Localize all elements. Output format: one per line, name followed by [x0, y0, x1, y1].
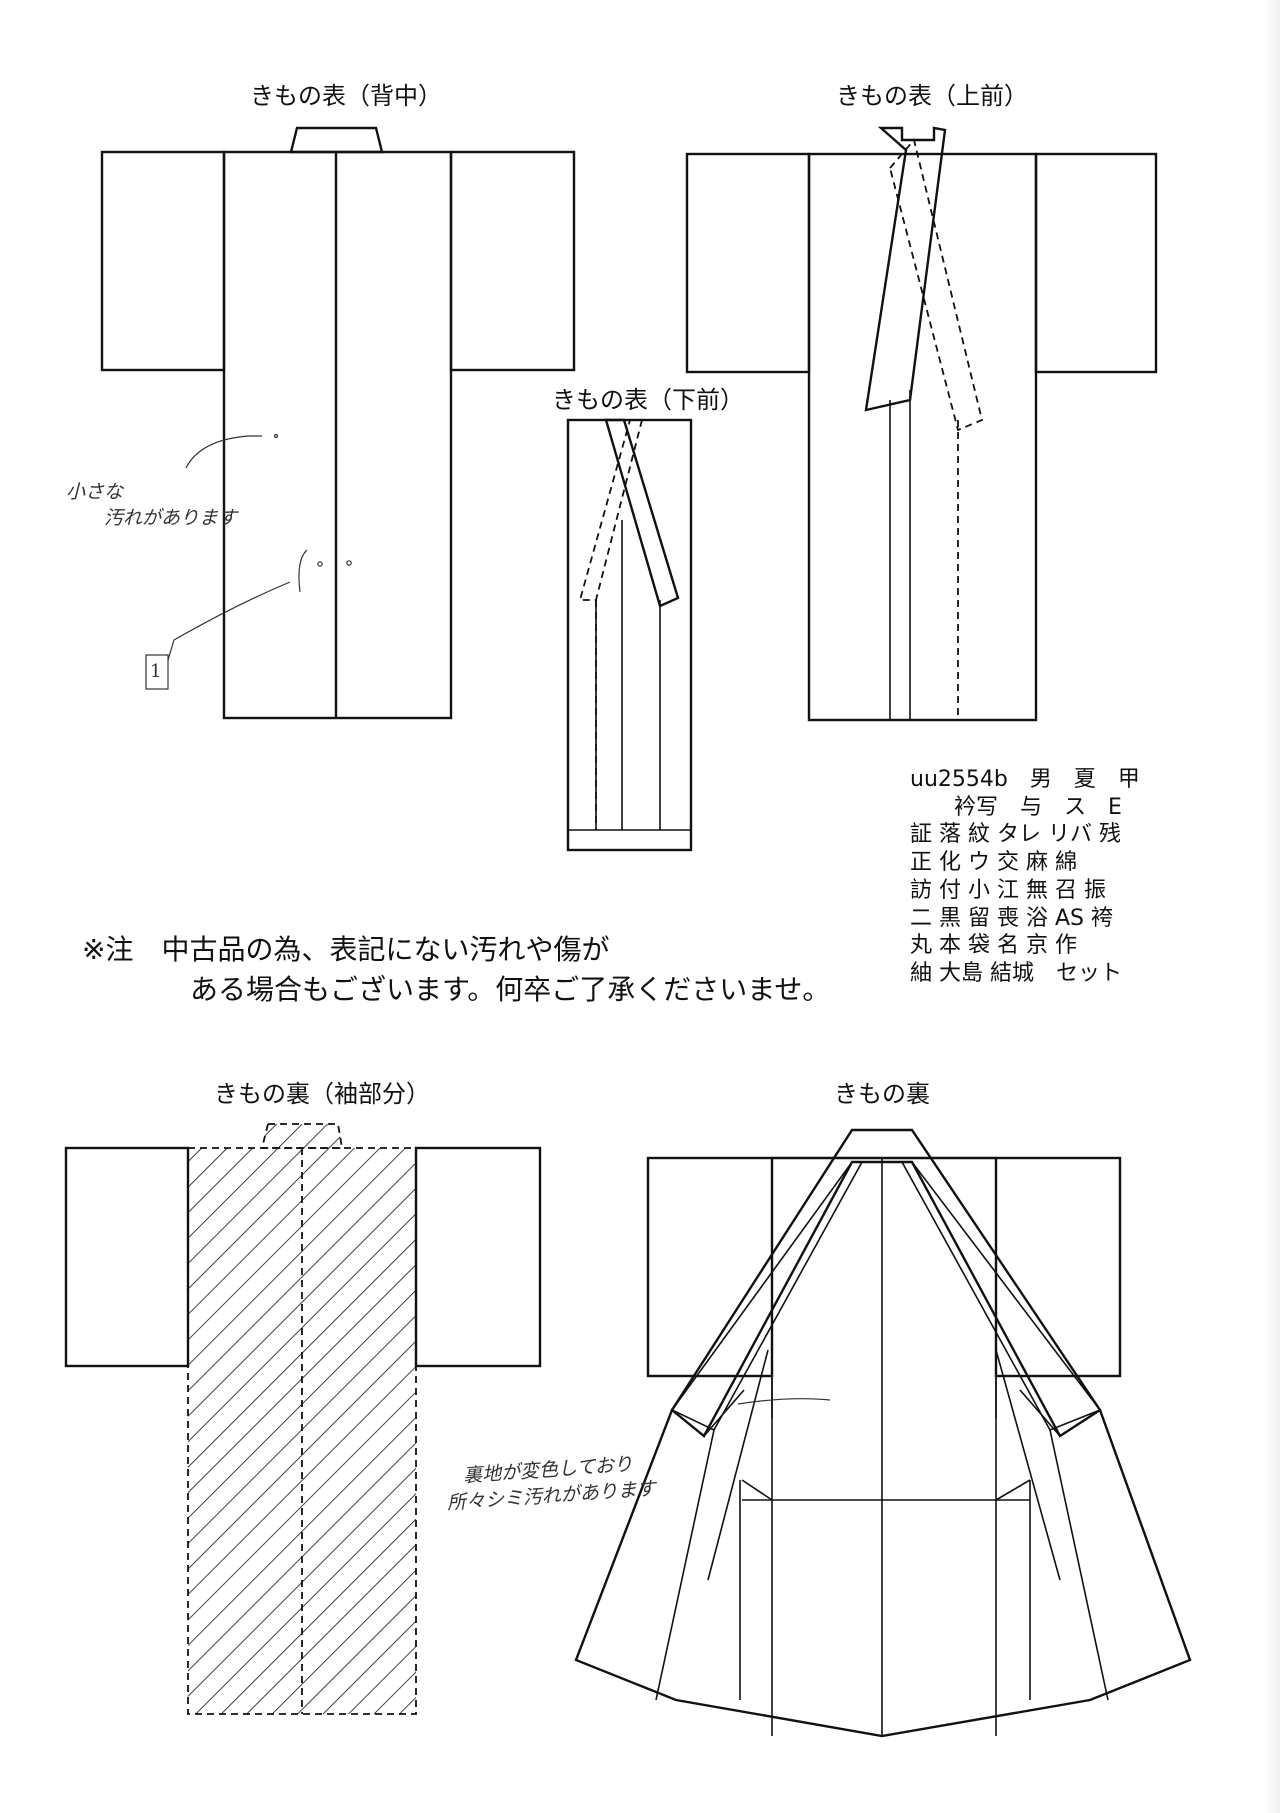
back-view-label: きもの表（背中） [250, 82, 442, 110]
kimono-lining-sleeve-view [64, 1123, 542, 1715]
disclaimer-line-2: ある場合もございます。何卒ご了承くださいませ。 [190, 972, 831, 1006]
stain-note-line-1: 小さな [66, 481, 124, 503]
code-row: 丸 本 袋 名 京 作 [910, 933, 1077, 959]
code-row: 訪 付 小 江 無 召 振 [910, 877, 1106, 903]
stain-note-line-2: 汚れがあります [104, 506, 238, 529]
disclaimer-line-1: ※注 中古品の為、表記にない汚れや傷が [82, 933, 610, 966]
kimono-back-view [100, 126, 576, 720]
kimono-upper-front-view [685, 126, 1158, 722]
lining-view-label: きもの裏 [834, 1080, 930, 1108]
upper-front-view-label: きもの表（上前） [836, 82, 1028, 110]
box-number: 1 [150, 661, 162, 682]
paper-edge [1266, 0, 1280, 1813]
stain-note: 小さな 汚れがあります [66, 480, 237, 531]
item-code-table: uu2554b 男 夏 甲 衿写 与 ス E 証 落 紋 タレ リバ 残 正 化… [910, 766, 1140, 988]
lining-sleeve-view-label: きもの裏（袖部分） [214, 1080, 430, 1108]
stain-annotation [145, 433, 352, 690]
kimono-under-front-view [566, 418, 693, 852]
code-row: 衿写 与 ス E [910, 794, 1122, 820]
disclaimer-note: ※注 中古品の為、表記にない汚れや傷が ある場合もございます。何卒ご了承ください… [82, 930, 830, 1010]
kimono-lining-view [574, 1128, 1192, 1738]
code-row: 二 黒 留 喪 浴 AS 袴 [910, 905, 1113, 931]
under-front-view-label: きもの表（下前） [552, 386, 744, 414]
code-row: 証 落 紋 タレ リバ 残 [910, 822, 1121, 848]
code-row: 正 化 ウ 交 麻 綿 [910, 850, 1077, 876]
code-row: uu2554b 男 夏 甲 [910, 767, 1140, 792]
code-row: 紬 大島 結城 セット [910, 961, 1122, 987]
